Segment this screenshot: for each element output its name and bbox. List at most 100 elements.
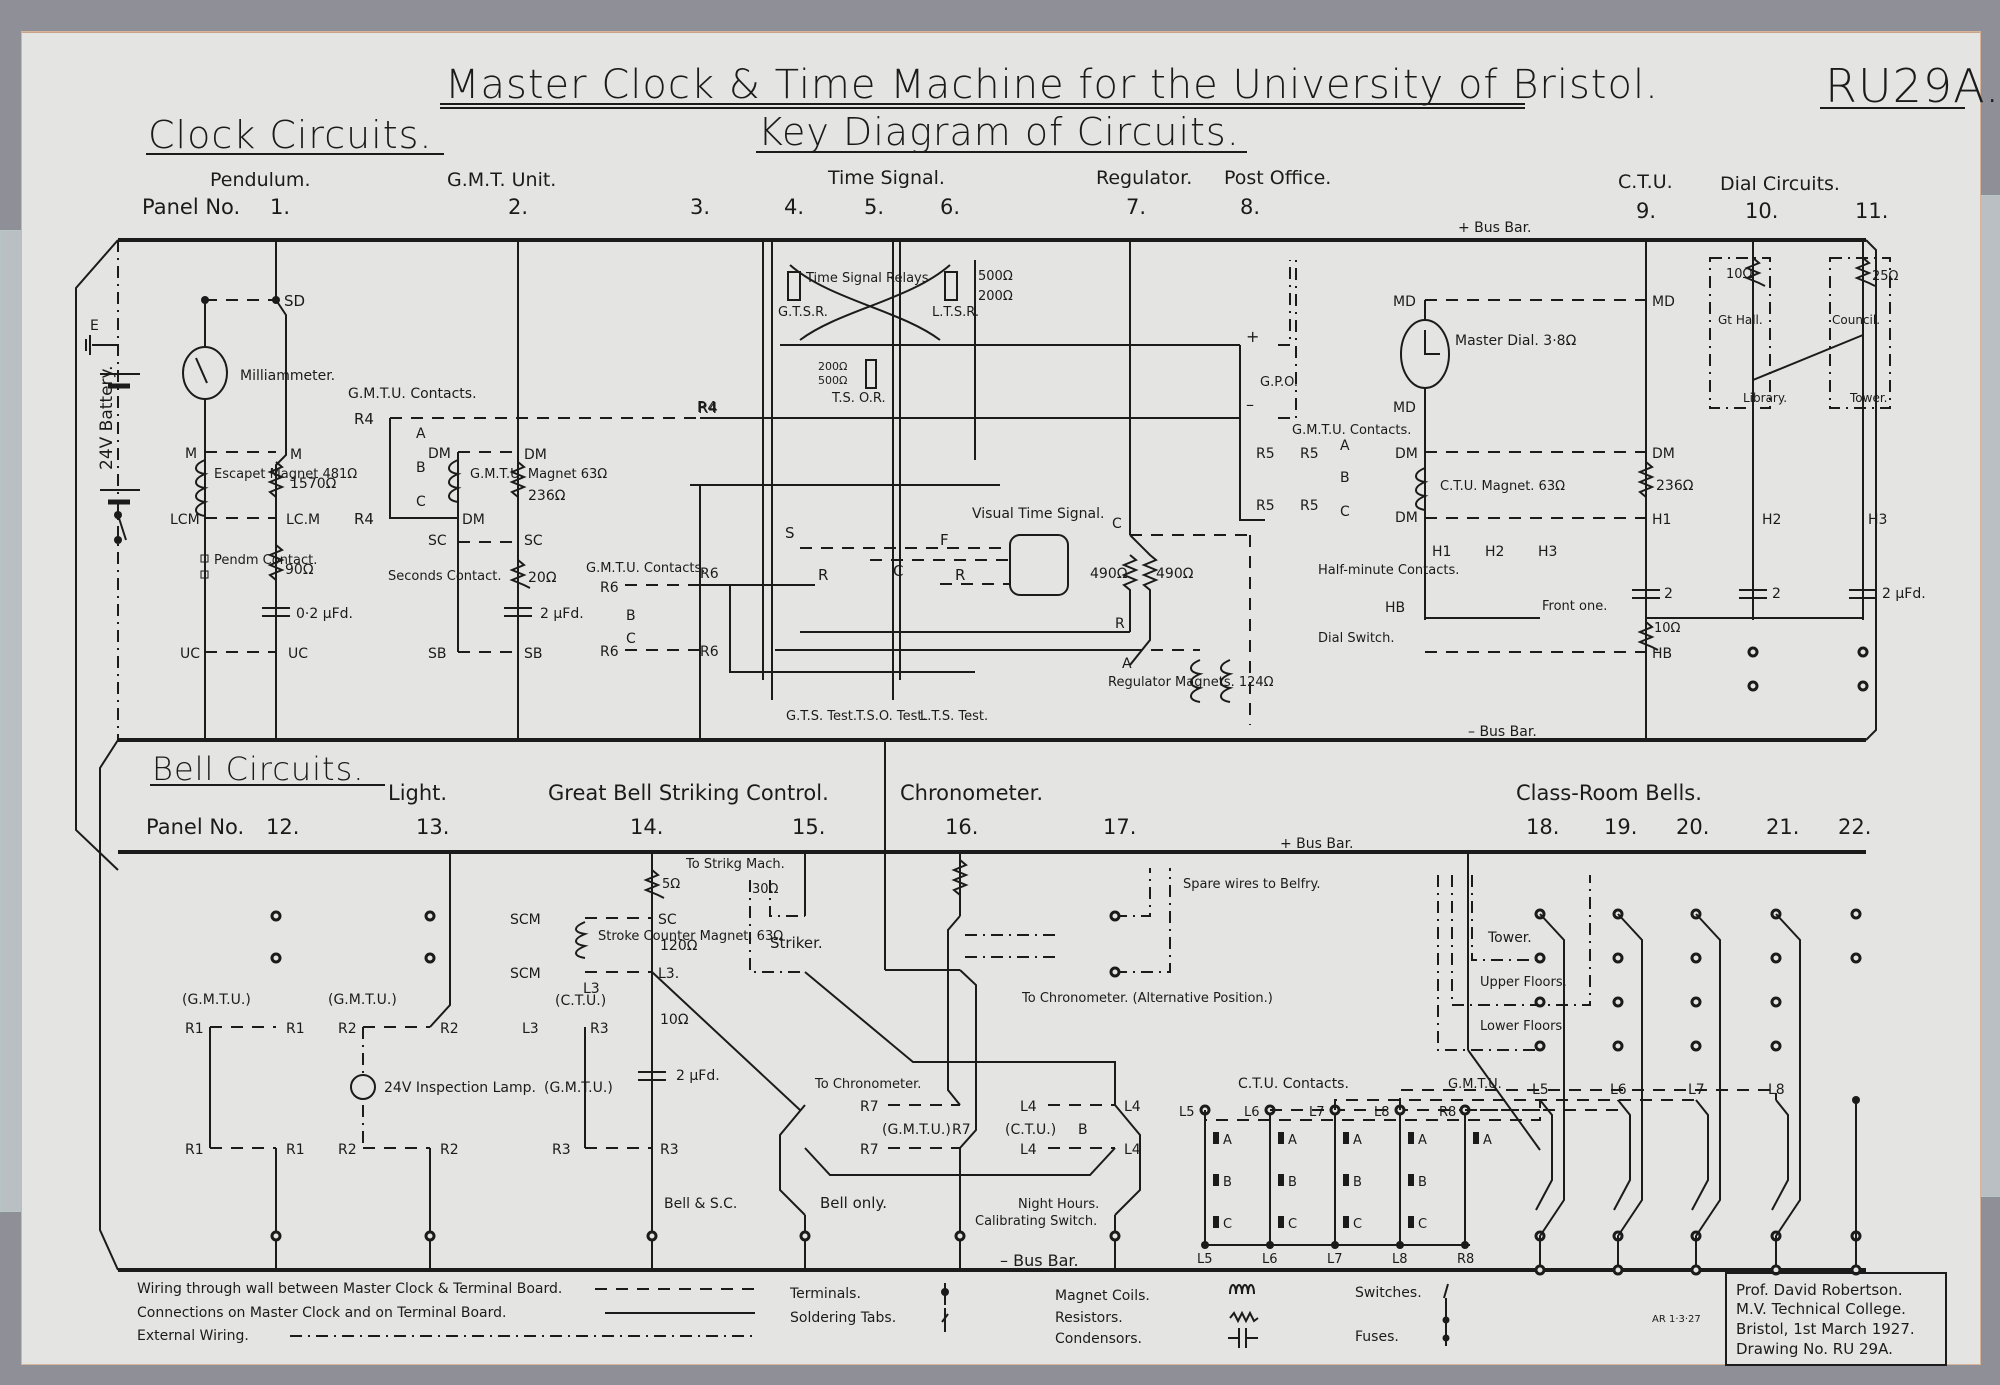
subtitle: Key Diagram of Circuits. (758, 110, 1240, 154)
escapement-magnet-coil-icon (195, 459, 209, 517)
panel-4: 4. (784, 195, 804, 219)
r490-label: 490Ω (1090, 566, 1128, 582)
contact-icon (1408, 1174, 1414, 1186)
lcm-label-right: LC.M (286, 512, 320, 528)
s-label: S (785, 524, 795, 542)
ctu-contact-label: R8 (1439, 1105, 1456, 1120)
visual-time-signal-label: Visual Time Signal. (972, 506, 1104, 522)
pendulum-contact-icon (200, 570, 209, 579)
terminal-icon (1534, 996, 1546, 1008)
resistor-20-icon (509, 559, 531, 589)
contact-c: C (416, 494, 426, 510)
contact-a: A (416, 426, 426, 442)
gpo-minus: – (1246, 395, 1254, 414)
terminal-icon (1690, 952, 1702, 964)
uc-label-left: UC (180, 646, 200, 662)
visual-time-signal-icon (1009, 534, 1069, 596)
resistor-490-icon-2 (1129, 534, 1159, 666)
r5-label-4: R5 (1300, 498, 1319, 514)
l4-contact-b: B (1078, 1122, 1088, 1138)
panel-5: 5. (864, 195, 884, 219)
tower-label: Tower. (1849, 391, 1887, 405)
resistor-5-icon (643, 869, 665, 899)
m-label-left: M (185, 446, 197, 462)
c-dial-label: 2 (1772, 586, 1781, 602)
soldering-tab-icon (941, 1308, 949, 1332)
l3-label: L3 (583, 981, 600, 997)
gmtu-paren-label: (G.M.T.U.) (182, 992, 251, 1008)
r5-contact-c: C (1340, 504, 1350, 520)
spare-wire-2 (1115, 868, 1171, 973)
h2-label: H2 (1485, 544, 1504, 560)
hb-label-right: HB (1652, 646, 1672, 662)
ctu-contacts-label: C.T.U. Contacts. (1238, 1076, 1349, 1092)
to-striking-machine-label: To Strikg Mach. (685, 857, 785, 872)
terminal-icon (1534, 952, 1546, 964)
bell-wire (1775, 913, 1801, 1270)
gt-hall-external-box (1709, 257, 1771, 409)
panel-18: 18. (1526, 815, 1559, 839)
gmtu-label: G.M.T.U. (1448, 1077, 1502, 1092)
time-signal-relay-wiring (690, 240, 1240, 740)
gmtu-contacts-r6-label: G.M.T.U. Contacts. (586, 561, 705, 576)
contact-icon (1278, 1174, 1284, 1186)
ctu-contact-label: R8 (1457, 1252, 1474, 1267)
uc-label-right: UC (288, 646, 308, 662)
bell-switch-wire (1691, 1099, 1709, 1211)
contact-icon (1343, 1174, 1349, 1186)
contact-icon (1408, 1216, 1414, 1228)
ctu-paren-l4-label: (C.T.U.) (1005, 1122, 1056, 1138)
bell-column-label: L8 (1768, 1082, 1785, 1098)
contact-icon (1343, 1132, 1349, 1144)
contact-letter: A (1223, 1133, 1232, 1148)
r500-label: 500Ω (978, 269, 1013, 284)
ctu-magnet-coil-icon (1415, 467, 1429, 511)
bell-wire (1695, 913, 1721, 1270)
resistor-490-icon (1121, 554, 1139, 632)
group-post-office: Post Office. (1224, 167, 1331, 189)
stroke-counter-label: Stroke Counter Magnet. 63Ω (598, 929, 783, 944)
drawing-sheet (22, 32, 1980, 1364)
night-hours-wire-2 (1114, 1104, 1141, 1216)
terminal-icon (1770, 952, 1782, 964)
ctu-contact-label: L8 (1392, 1252, 1408, 1267)
legend-magnet-coils: Magnet Coils. (1055, 1288, 1150, 1304)
contact-icon (1278, 1216, 1284, 1228)
c2-label: 2 μFd. (540, 606, 584, 622)
l4-label-4: L4 (1124, 1142, 1141, 1158)
p1-right-wire (275, 299, 287, 740)
resistor-1570-icon (267, 461, 285, 498)
milliammeter-label: Milliammeter. (240, 368, 335, 384)
contact-icon (1278, 1132, 1284, 1144)
contact-icon (1408, 1132, 1414, 1144)
r2-label-4: R2 (440, 1142, 459, 1158)
panel-22: 22. (1838, 815, 1871, 839)
md-label: MD (1393, 294, 1416, 310)
c-dial-label-2: 2 μFd. (1882, 586, 1926, 602)
terminal-icon (1534, 1040, 1546, 1052)
resistor-25-icon (1854, 257, 1876, 287)
group-gmt-unit: G.M.T. Unit. (447, 169, 556, 191)
panel-2: 2. (508, 195, 528, 219)
right-loop-wire (1865, 239, 1877, 741)
ctu-contact-label: L5 (1179, 1105, 1195, 1120)
drawing-code: RU29A. (1825, 59, 2000, 113)
credit-drawing: Drawing No. RU 29A. (1736, 1340, 1893, 1358)
r6-label-2: R6 (600, 644, 619, 660)
inspection-lamp-icon (350, 1074, 376, 1100)
condenser-ctu-icon (1632, 589, 1660, 599)
diagonal-wire (651, 971, 801, 1111)
front-one-label: Front one. (1542, 599, 1607, 614)
dm-ctu-label-right: DM (1652, 446, 1675, 462)
r4-label: R4 (354, 410, 374, 428)
light-wire (429, 852, 451, 1028)
gmtu-paren-r7-label: (G.M.T.U.) (882, 1122, 951, 1138)
panel-20: 20. (1676, 815, 1709, 839)
terminal-icon (270, 1230, 282, 1242)
tso-test-label: T.S.O. Test. (855, 709, 927, 724)
milliammeter-needle (195, 357, 208, 384)
terminal-icon (646, 1230, 658, 1242)
terminal-icon (1534, 1264, 1546, 1276)
regulator-r-label: R (1115, 616, 1125, 632)
lower-floors-wire (1437, 875, 1540, 1051)
